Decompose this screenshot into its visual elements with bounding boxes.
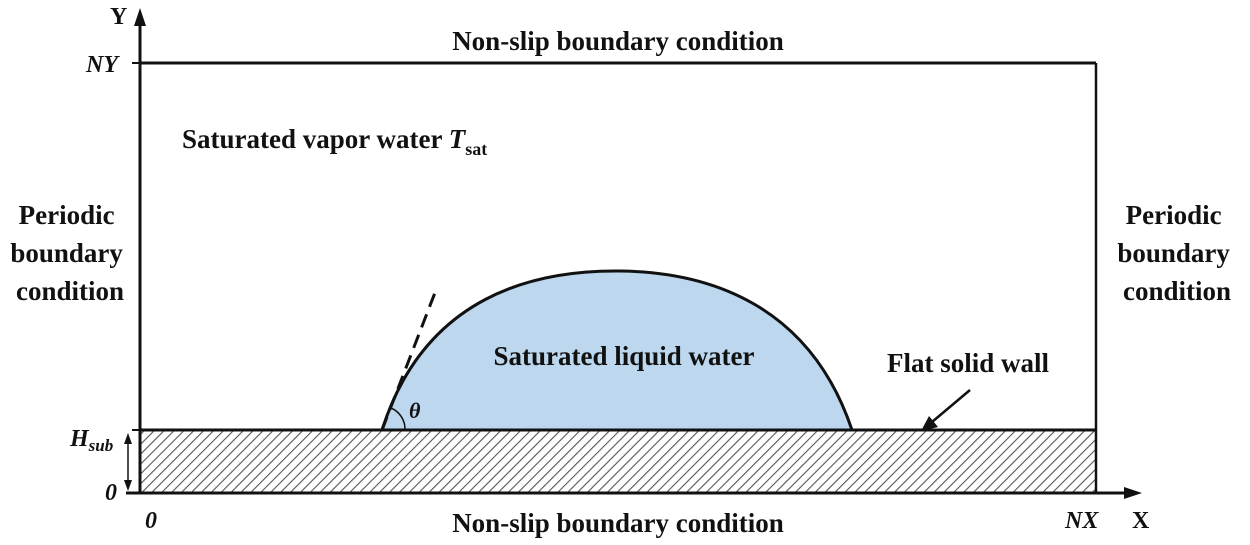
liquid-droplet [379, 269, 855, 432]
x-axis-label: X [1132, 508, 1150, 534]
right-boundary-label: Periodic boundary condition [1117, 200, 1236, 306]
left-boundary-label: Periodic boundary condition [10, 200, 129, 306]
vapor-region-label: Saturated vapor water Tsat [182, 124, 487, 159]
nx-label: NX [1064, 508, 1099, 534]
y-axis-label: Y [110, 4, 127, 30]
liquid-region-label: Saturated liquid water [493, 341, 754, 371]
y-axis-arrowhead [134, 8, 146, 26]
solid-substrate [139, 429, 1097, 494]
origin-x-label: 0 [145, 508, 157, 534]
h-sub-arrow-down [124, 480, 132, 491]
h-sub-arrow-up [124, 433, 132, 444]
origin-y-label: 0 [105, 480, 117, 506]
ny-label: NY [85, 52, 120, 78]
contact-angle-tangent [380, 289, 438, 431]
x-axis-arrowhead [1124, 487, 1142, 499]
bottom-boundary-label: Non-slip boundary condition [452, 508, 784, 538]
flat-solid-wall-label: Flat solid wall [887, 348, 1050, 378]
contact-angle-arc [390, 407, 406, 431]
top-boundary-label: Non-slip boundary condition [452, 26, 784, 56]
h-sub-label: Hsub [69, 426, 113, 455]
wall-pointer-arrowhead [921, 416, 938, 431]
wall-pointer-line [931, 389, 971, 423]
contact-angle-label: θ [409, 398, 421, 423]
